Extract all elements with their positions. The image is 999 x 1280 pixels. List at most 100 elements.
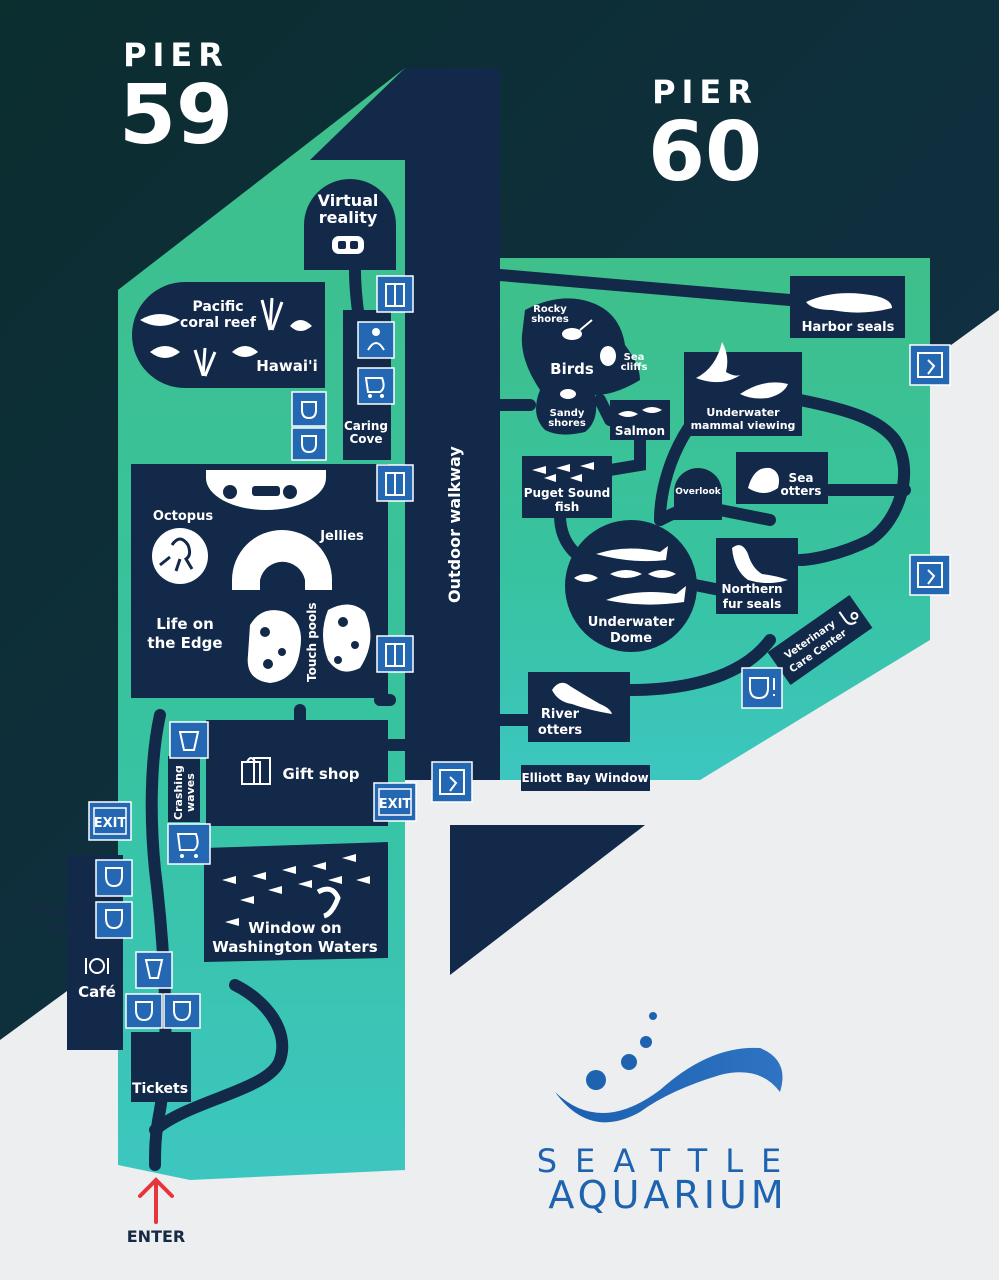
water-fountain-icon[interactable] [135,951,173,989]
northern-fur-label: Northern [721,582,782,596]
stroller-icon[interactable] [357,367,395,405]
underwater-mammal-label: Underwater [706,406,780,419]
pacific-coral-label-2: coral reef [180,315,257,331]
octopus-icon [159,537,194,572]
salmon-exhibit[interactable] [610,400,670,440]
caring-cove-label: Caring [344,419,388,433]
touch-pool-1[interactable] [247,610,301,683]
pier-59-number: 59 [119,68,233,163]
door-icon[interactable] [376,635,414,673]
touch-pools-label: Touch pools [305,602,319,682]
bird-icons [560,319,616,399]
restroom-icon[interactable] [291,391,327,427]
emergency-exit-icon[interactable] [909,344,951,386]
puget-sound-label-2: fish [555,500,580,514]
upper-level-label: Upper [36,903,84,919]
northern-fur-label-2: fur seals [723,597,782,611]
gift-shop-label: Gift shop [282,765,359,783]
gift-shop-exhibit[interactable] [206,720,388,826]
virtual-reality-label: Virtual [318,191,379,210]
wave-mark [555,1047,783,1123]
enter-label[interactable]: ENTER [127,1227,185,1246]
sea-cliffs-label: Sea [624,352,645,363]
rocky-shores-label-2: shores [531,314,569,325]
river-otters-exhibit[interactable] [528,672,630,742]
family-icon[interactable] [357,321,395,359]
exit-sign-icon[interactable]: EXIT [88,801,132,841]
restroom-icon[interactable] [125,993,163,1029]
restroom-icon[interactable] [95,859,133,897]
touch-pool-2[interactable] [323,604,371,672]
emergency-exit-icon[interactable] [431,761,473,803]
dome-fish-icons [574,546,686,605]
shopping-bag-icon [241,757,271,785]
sea-otters-label: Sea [789,471,814,485]
puget-sound-label: Puget Sound [524,486,611,500]
octopus-tank [152,528,208,584]
vr-headset-icon [332,236,364,254]
exit-sign-icon[interactable]: EXIT [373,782,417,822]
birds-label: Birds [550,360,594,378]
sea-otters-label-2: otters [781,484,822,498]
sea-otter-icon [748,467,779,493]
birds-exhibit[interactable] [521,298,640,435]
window-washington-label: Window on [248,919,341,937]
school-of-fish-icon [222,854,370,926]
cafe-icon [85,958,109,974]
puget-fish-icons [532,462,594,482]
life-edge-label: Life on [156,615,214,633]
crashing-waves-label: Crashing [172,765,185,820]
river-otter-icon [552,682,612,714]
tickets-booth[interactable] [131,1032,191,1102]
window-washington-label-2: Washington Waters [212,938,378,956]
emergency-exit-icon[interactable] [909,554,951,596]
restroom-icon[interactable] [163,993,201,1029]
hawaii-label: Hawai'i [256,357,318,375]
sea-cliffs-label-2: cliffs [621,362,648,373]
caring-cove-label-2: Cove [349,432,382,446]
crashing-waves-exhibit[interactable] [168,756,200,822]
door-icon[interactable] [376,464,414,502]
restroom-icon[interactable] [291,427,327,461]
outdoor-walkway[interactable] [405,68,500,780]
logo-line-1: SEATTLE [537,1142,800,1180]
underwater-dome-label-2: Dome [610,631,652,646]
restroom-icon[interactable] [741,667,783,709]
river-otters-label-2: otters [538,723,583,738]
overlook-label: Overlook [675,487,722,497]
walkway-top-connector [310,68,405,160]
door-icon[interactable] [376,275,414,313]
jellies-tank[interactable] [232,530,332,590]
underwater-mammal-label-2: mammal viewing [691,419,796,432]
virtual-reality-label-2: reality [319,208,378,227]
virtual-reality-exhibit[interactable] [304,179,396,270]
elliott-bay-window[interactable] [521,765,650,791]
rocky-shores-label: Rocky [533,304,567,315]
stroller-icon[interactable] [167,823,211,865]
jellies-label: Jellies [319,529,364,544]
stethoscope-icon [838,611,859,625]
pier-60-number: 60 [648,105,762,200]
outdoor-walkway-label: Outdoor walkway [445,446,464,603]
exit-text-2: EXIT [379,797,412,812]
fish-icons [140,297,312,377]
pier-gap-triangle [450,825,645,975]
pacific-coral-reef-exhibit[interactable] [132,282,325,388]
sea-otters-exhibit[interactable] [736,452,828,504]
pacific-coral-label: Pacific [192,299,243,315]
life-edge-label-2: the Edge [147,634,222,652]
overlook-point[interactable] [674,468,722,520]
harbor-seals-label: Harbor seals [802,320,895,335]
window-washington-waters-exhibit[interactable] [204,842,388,962]
salmon-icon [618,407,662,417]
sandy-shores-label: Sandy [550,408,585,419]
exit-text-1: EXIT [94,816,127,831]
pier-59-word: PIER [123,36,229,74]
sandy-shores-label-2: shores [548,418,586,429]
pier-60-word: PIER [652,73,758,111]
water-fountain-icon[interactable] [169,721,209,759]
veterinary-care-center[interactable]: Veterinary Care Center [767,594,873,686]
starfish-icons [260,617,359,669]
restroom-icon[interactable] [95,901,133,939]
